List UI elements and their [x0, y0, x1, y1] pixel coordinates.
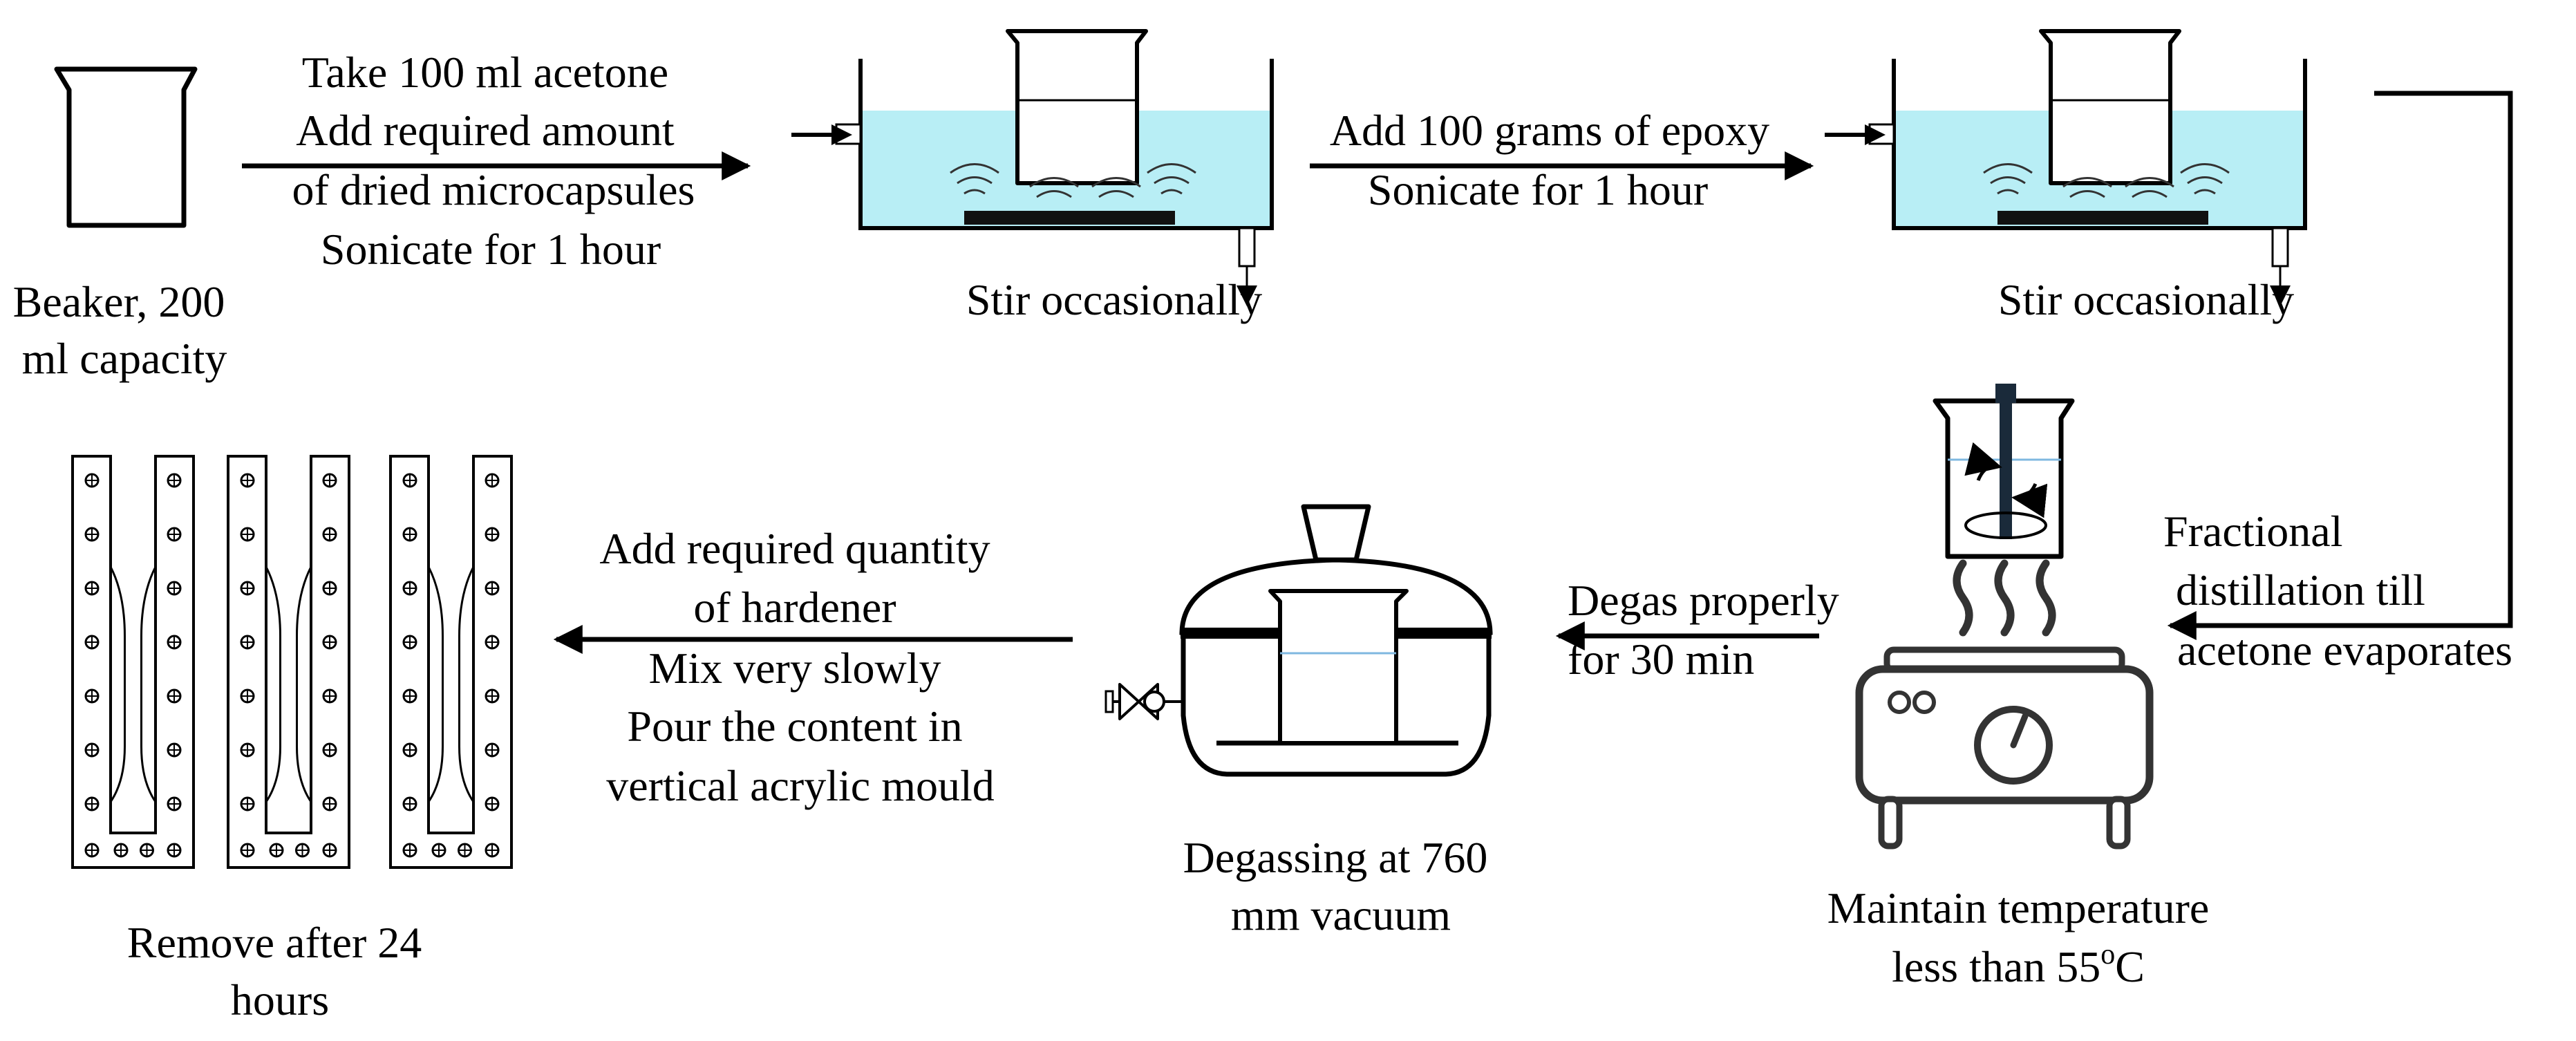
remove-label: Remove after 24 hours [127, 918, 433, 1024]
degassing-label: Degassing at 760 mm vacuum [1183, 833, 1499, 939]
distillation-text: Fractional distillation till acetone eva… [2163, 507, 2512, 675]
temperature-label-line2: less than 55oC [1892, 939, 2145, 991]
stir-label-2: Stir occasionally [1998, 275, 2294, 324]
ultrasonic-bath-icon [1825, 29, 2307, 306]
ultrasonic-bath-icon [791, 29, 1274, 306]
mould-panel [389, 455, 513, 869]
beaker-icon [54, 66, 198, 228]
vacuum-chamber-icon [1104, 504, 1493, 777]
hot-plate-stirrer-icon [1855, 384, 2154, 850]
stir-label-1: Stir occasionally [966, 275, 1262, 324]
mould-panel [227, 455, 350, 869]
hardener-step-text: Add required quantity of hardener Mix ve… [599, 524, 1001, 810]
step1-text: Take 100 ml acetone Add required amount … [292, 48, 706, 274]
temperature-label: Maintain temperature [1827, 883, 2210, 932]
connector-to-distillation [2167, 91, 2513, 640]
acrylic-mould-icon [71, 455, 513, 869]
mould-panel [71, 455, 195, 869]
degas-step-text: Degas properly for 30 min [1568, 576, 1850, 684]
beaker-label: Beaker, 200 ml capacity [13, 277, 236, 383]
step2-text: Add 100 grams of epoxy Sonicate for 1 ho… [1330, 106, 1780, 214]
